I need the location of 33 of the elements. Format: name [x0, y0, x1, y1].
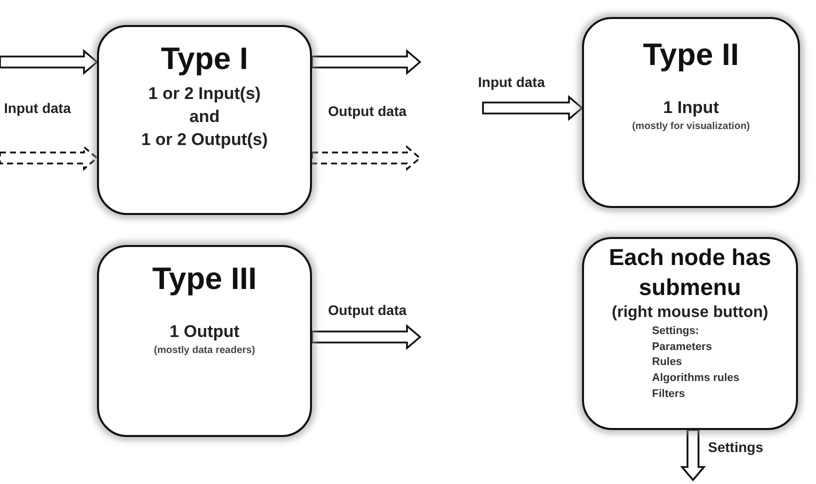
node-box — [582, 17, 800, 208]
node-text: Algorithms rules — [652, 371, 740, 386]
node-text: Settings: — [652, 324, 700, 339]
node-text: (mostly for visualization) — [632, 120, 750, 134]
node-text: Filters — [652, 387, 686, 402]
node-box — [582, 237, 798, 430]
block-arrow — [482, 95, 584, 121]
node-title: Type III — [152, 261, 257, 297]
node-text: 1 Input — [663, 96, 719, 119]
edge-label: Output data — [326, 302, 409, 318]
block-arrow — [311, 145, 422, 171]
node-title: Each node has submenu — [608, 243, 772, 302]
block-arrow — [311, 324, 422, 350]
node-text: 1 Output — [170, 320, 240, 343]
node-text: (right mouse button) — [612, 302, 768, 323]
node-box — [97, 245, 312, 437]
node-box — [97, 25, 312, 215]
node-text: Parameters — [652, 340, 712, 355]
edge-label: Settings — [706, 439, 766, 455]
node-text: (mostly data readers) — [154, 344, 256, 358]
node-text: Rules — [652, 355, 682, 370]
node-title: Type II — [643, 37, 739, 73]
block-arrow — [311, 49, 422, 75]
edge-label: Output data — [326, 103, 409, 119]
edge-label: Input data — [476, 74, 547, 90]
block-arrow — [0, 49, 98, 75]
node-text: 1 or 2 Input(s) — [148, 82, 261, 105]
node-text: and — [189, 106, 220, 128]
block-arrow — [0, 145, 98, 171]
node-title: Type I — [160, 41, 248, 77]
block-arrow — [680, 429, 706, 482]
node-text: 1 or 2 Output(s) — [141, 128, 268, 151]
edge-label: Input data — [2, 100, 73, 116]
